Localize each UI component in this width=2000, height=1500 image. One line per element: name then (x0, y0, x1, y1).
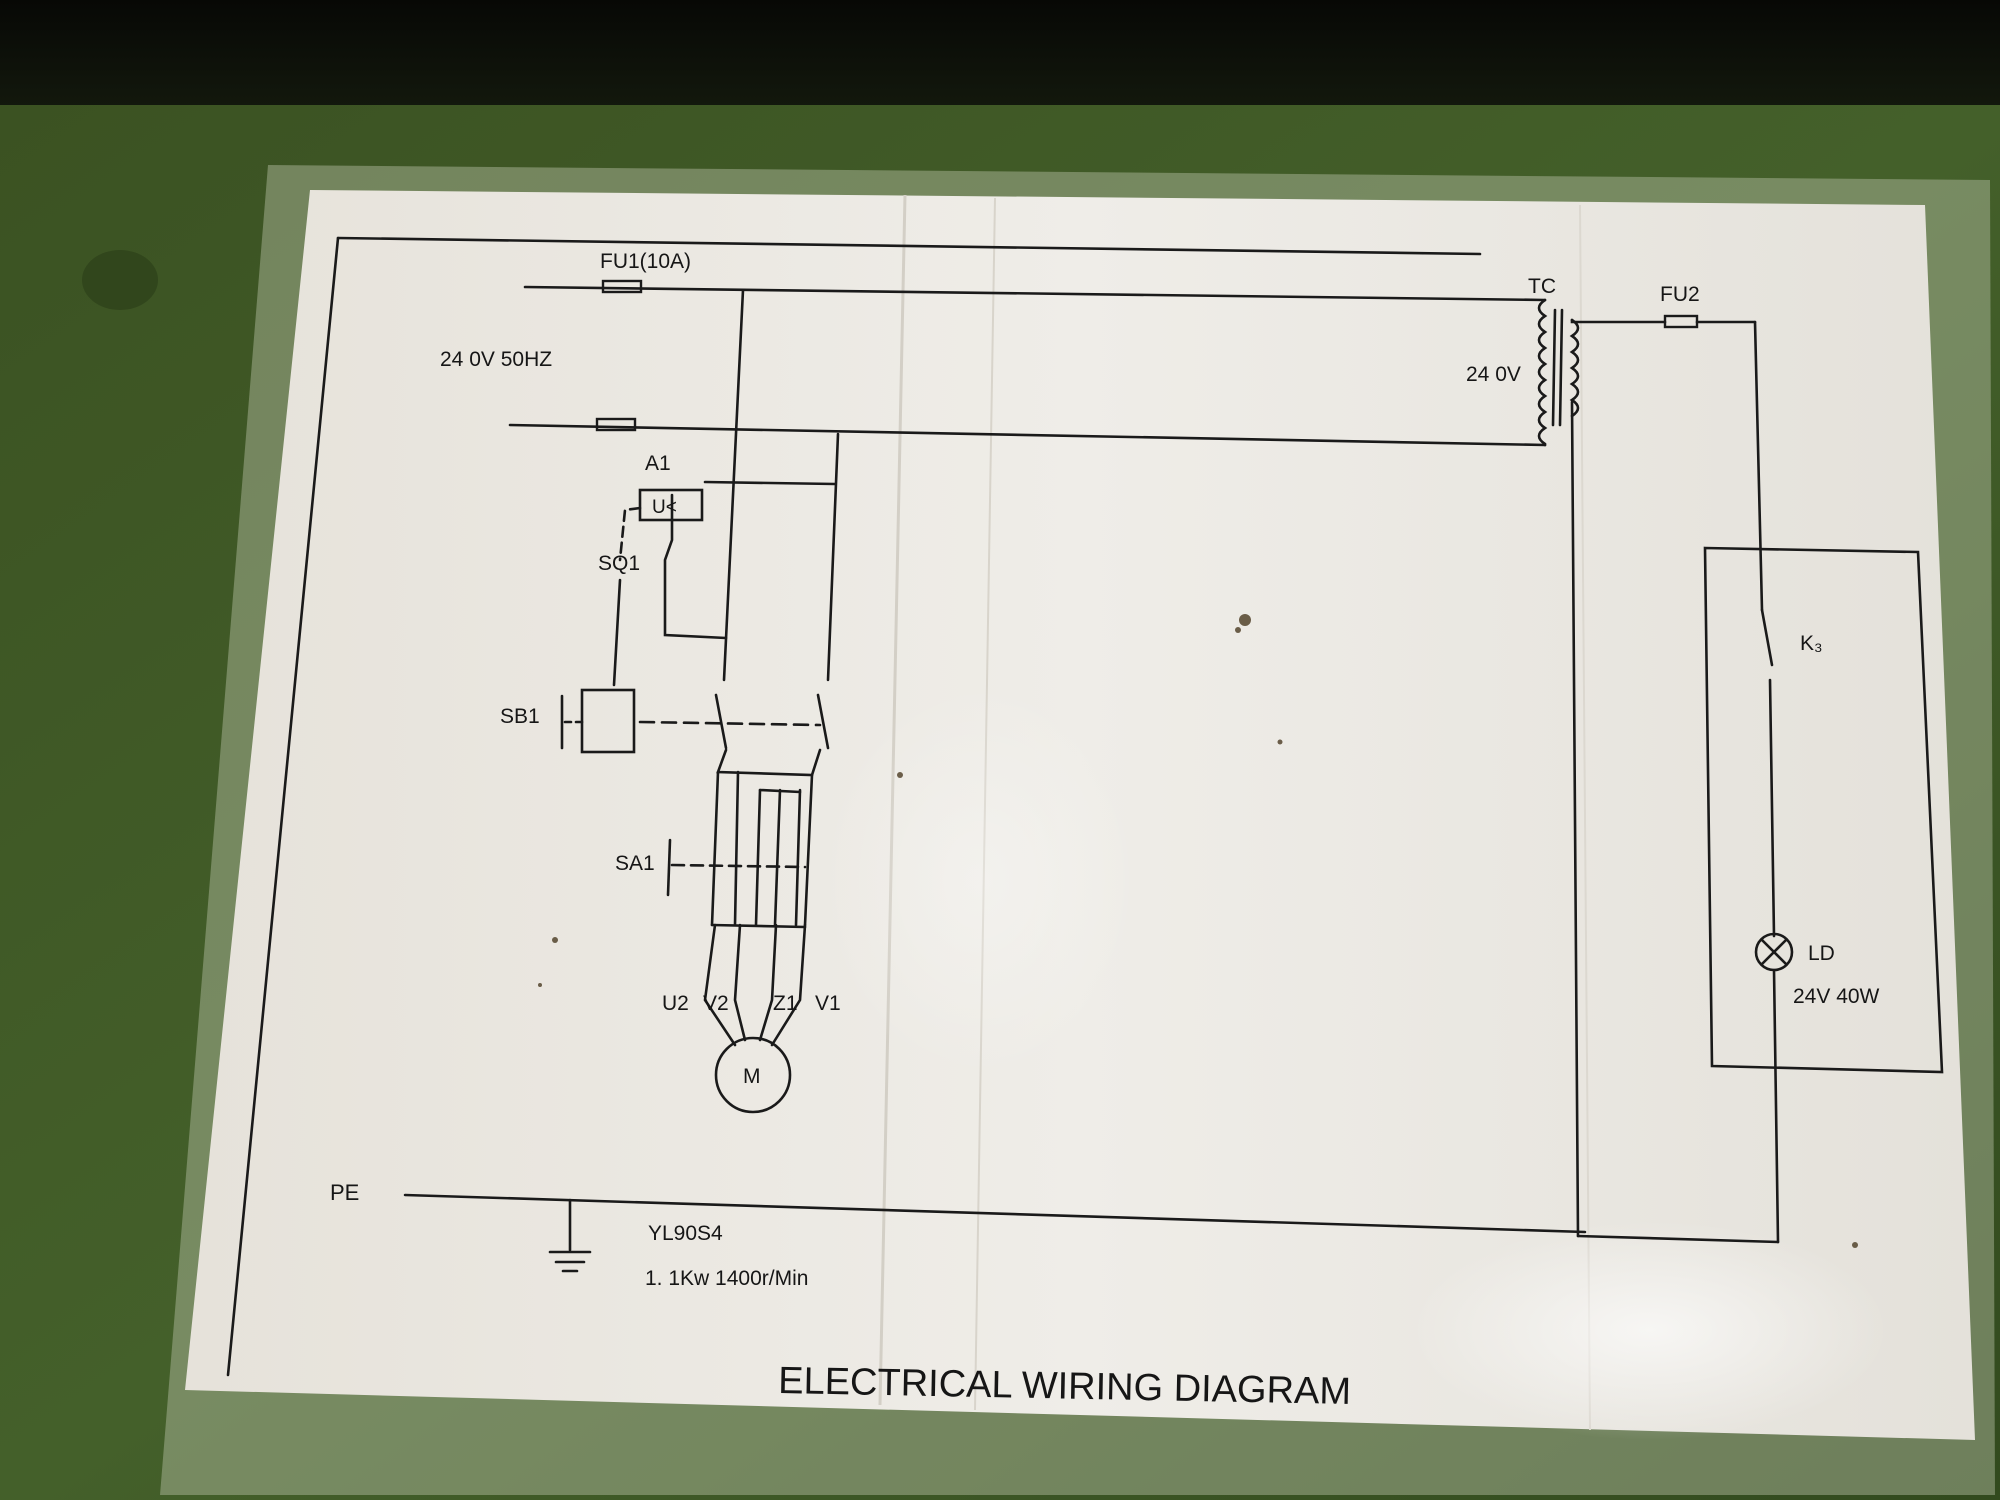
speck-1 (1239, 614, 1251, 626)
sa1-v6 (803, 773, 814, 927)
transformer-core-2 (1558, 308, 1564, 427)
label-sa1: SA1 (615, 852, 655, 875)
label-motor: M (743, 1065, 761, 1088)
label-lamp-rating: 24V 40W (1793, 985, 1880, 1008)
speck-5 (538, 983, 542, 987)
lead-v1 (770, 923, 807, 1047)
sa1-dash (670, 863, 807, 869)
lamp-cross-2 (1760, 938, 1788, 966)
cabinet-top-shadow (0, 0, 2000, 120)
fuse-fu1-top (601, 279, 643, 294)
feeder-right (826, 432, 840, 682)
relay-wire (703, 480, 837, 486)
sa1-v2 (733, 770, 740, 927)
sa1-bar (666, 838, 672, 897)
main-contact-left (714, 693, 728, 750)
feeder-left (722, 288, 745, 682)
lead-v2 (733, 923, 747, 1042)
speck-7 (1852, 1242, 1858, 1248)
k3-feed (1753, 320, 1764, 612)
secondary-top (1570, 318, 1667, 324)
sa1-v5 (794, 788, 802, 927)
sa1-v4 (773, 788, 782, 927)
lead-u2 (703, 923, 737, 1047)
secondary-bottom (1576, 1234, 1780, 1244)
sb1-dash (638, 720, 822, 727)
label-u2: U2 (662, 992, 689, 1015)
sa1-v1 (710, 770, 720, 927)
sa1-top-bar (758, 788, 802, 794)
speck-3 (1277, 739, 1283, 745)
label-supply: 24 0V 50HZ (440, 348, 552, 371)
supply-line-bottom (508, 423, 1547, 447)
lamp-symbol (1754, 932, 1794, 972)
panel-stain (82, 250, 158, 310)
drawing-border-left (226, 236, 340, 1377)
relay-left-wire (663, 493, 728, 640)
sq1-wire (612, 578, 622, 687)
sq1-link (618, 506, 642, 562)
transformer-core-1 (1551, 308, 1557, 427)
label-lamp: LD (1808, 942, 1835, 965)
glare-mid (820, 680, 1140, 1080)
main-contact-right (816, 693, 830, 750)
secondary-return (1570, 400, 1580, 1238)
label-sb1: SB1 (500, 705, 540, 728)
label-z1: Z1 (773, 992, 798, 1015)
label-a1: A1 (645, 452, 671, 475)
fuse-fu1-bottom (595, 417, 637, 432)
supply-line-top (523, 285, 1547, 302)
transformer-primary (1537, 298, 1548, 447)
label-fu2: FU2 (1660, 283, 1700, 306)
drawing-border (336, 236, 1482, 256)
sa1-v3 (754, 788, 762, 927)
label-relay-symbol: U< (652, 497, 677, 518)
speck-4 (552, 937, 558, 943)
speck-2 (1235, 627, 1241, 633)
lamp-enclosure (1703, 546, 1944, 1074)
label-pe: PE (330, 1180, 359, 1205)
sa1-bottom-bar (710, 923, 807, 929)
label-v1: V1 (815, 992, 841, 1015)
label-sq1: SQ1 (598, 552, 640, 575)
label-motor-model: YL90S4 (648, 1222, 723, 1245)
label-fu1: FU1(10A) (600, 250, 691, 273)
label-k3: K₃ (1800, 632, 1823, 655)
lamp-feed (1768, 678, 1776, 938)
label-motor-rating: 1. 1Kw 1400r/Min (645, 1267, 808, 1290)
speck-6 (897, 772, 903, 778)
relay-box (638, 488, 704, 522)
glare-bottom-right (1410, 1220, 1890, 1440)
label-transformer-voltage: 24 0V (1466, 363, 1521, 386)
sa1-net-1 (716, 748, 822, 777)
lead-z1 (758, 923, 778, 1042)
motor-symbol (714, 1036, 792, 1114)
k3-contact (1760, 608, 1774, 667)
lamp-return (1772, 968, 1780, 1244)
transformer-secondary (1569, 318, 1580, 418)
pe-line (403, 1193, 1587, 1234)
fuse-fu2 (1663, 314, 1699, 329)
label-tc: TC (1528, 275, 1556, 298)
label-v2: V2 (703, 992, 729, 1015)
